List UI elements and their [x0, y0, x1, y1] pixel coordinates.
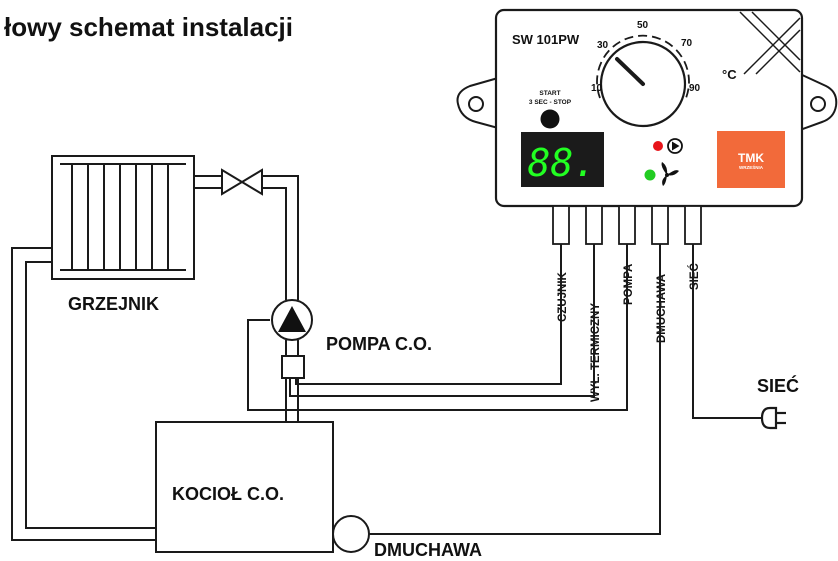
pump-sensor-block: [281, 355, 305, 379]
brand-name: TMK: [738, 151, 764, 165]
fan-indicator-led: [644, 169, 656, 181]
plug-icon: [760, 406, 786, 430]
dial-mark-10: 10: [591, 83, 603, 94]
radiator: [51, 155, 195, 280]
dial-mark-30: 30: [597, 40, 609, 51]
heating-pipes: [11, 175, 299, 541]
cable-label-pump: POMPA: [623, 264, 635, 305]
dial-scale-arc: [596, 34, 690, 99]
cable-glands: [552, 205, 702, 245]
boiler-label: KOCIOŁ C.O.: [172, 484, 284, 504]
boiler: [155, 421, 334, 553]
pump-indicator-led: [653, 141, 663, 151]
blower-label: DMUCHAWA: [374, 540, 482, 560]
mains-label: SIEĆ: [757, 375, 799, 396]
dial-mark-50: 50: [637, 20, 649, 31]
blower-icon: [332, 515, 370, 553]
stop-label: 3 SEC - STOP: [529, 99, 572, 106]
valve-icon: [221, 168, 263, 196]
cable-label-mains: SIEĆ: [688, 263, 701, 290]
cable-label-blower: DMUCHAWA: [656, 274, 668, 343]
play-triangle-icon: [667, 138, 683, 154]
radiator-label: GRZEJNIK: [68, 294, 159, 314]
dial-pointer: [615, 57, 645, 86]
pump-label: POMPA C.O.: [326, 334, 432, 354]
led-display-value: 88.: [528, 141, 597, 185]
brand-location: WRZEŚNIA: [739, 164, 764, 170]
temperature-unit: °C: [722, 67, 737, 82]
start-stop-button[interactable]: [540, 109, 560, 129]
control-wires: [247, 244, 762, 535]
led-display: [521, 132, 604, 187]
start-label: START: [539, 90, 560, 97]
left-screw-hole: [468, 96, 484, 112]
diagram-title: łowy schemat instalacji: [4, 12, 293, 42]
fan-icon: [661, 162, 679, 186]
controller-device: SW 101PW 10 30 50 70 90 °C START 3 SEC -…: [456, 8, 838, 245]
cable-label-sensor: CZUJNIK: [557, 271, 569, 322]
housing-corner-detail: [739, 11, 801, 75]
dial-mark-70: 70: [681, 38, 693, 49]
right-screw-hole: [810, 96, 826, 112]
brand-logo: [717, 131, 785, 188]
cable-label-thermal-cutoff: WYŁ. TERMICZNY: [590, 303, 602, 402]
model-name: SW 101PW: [512, 32, 580, 47]
dial-mark-90: 90: [689, 83, 701, 94]
pump-direction-icon: [278, 306, 306, 332]
